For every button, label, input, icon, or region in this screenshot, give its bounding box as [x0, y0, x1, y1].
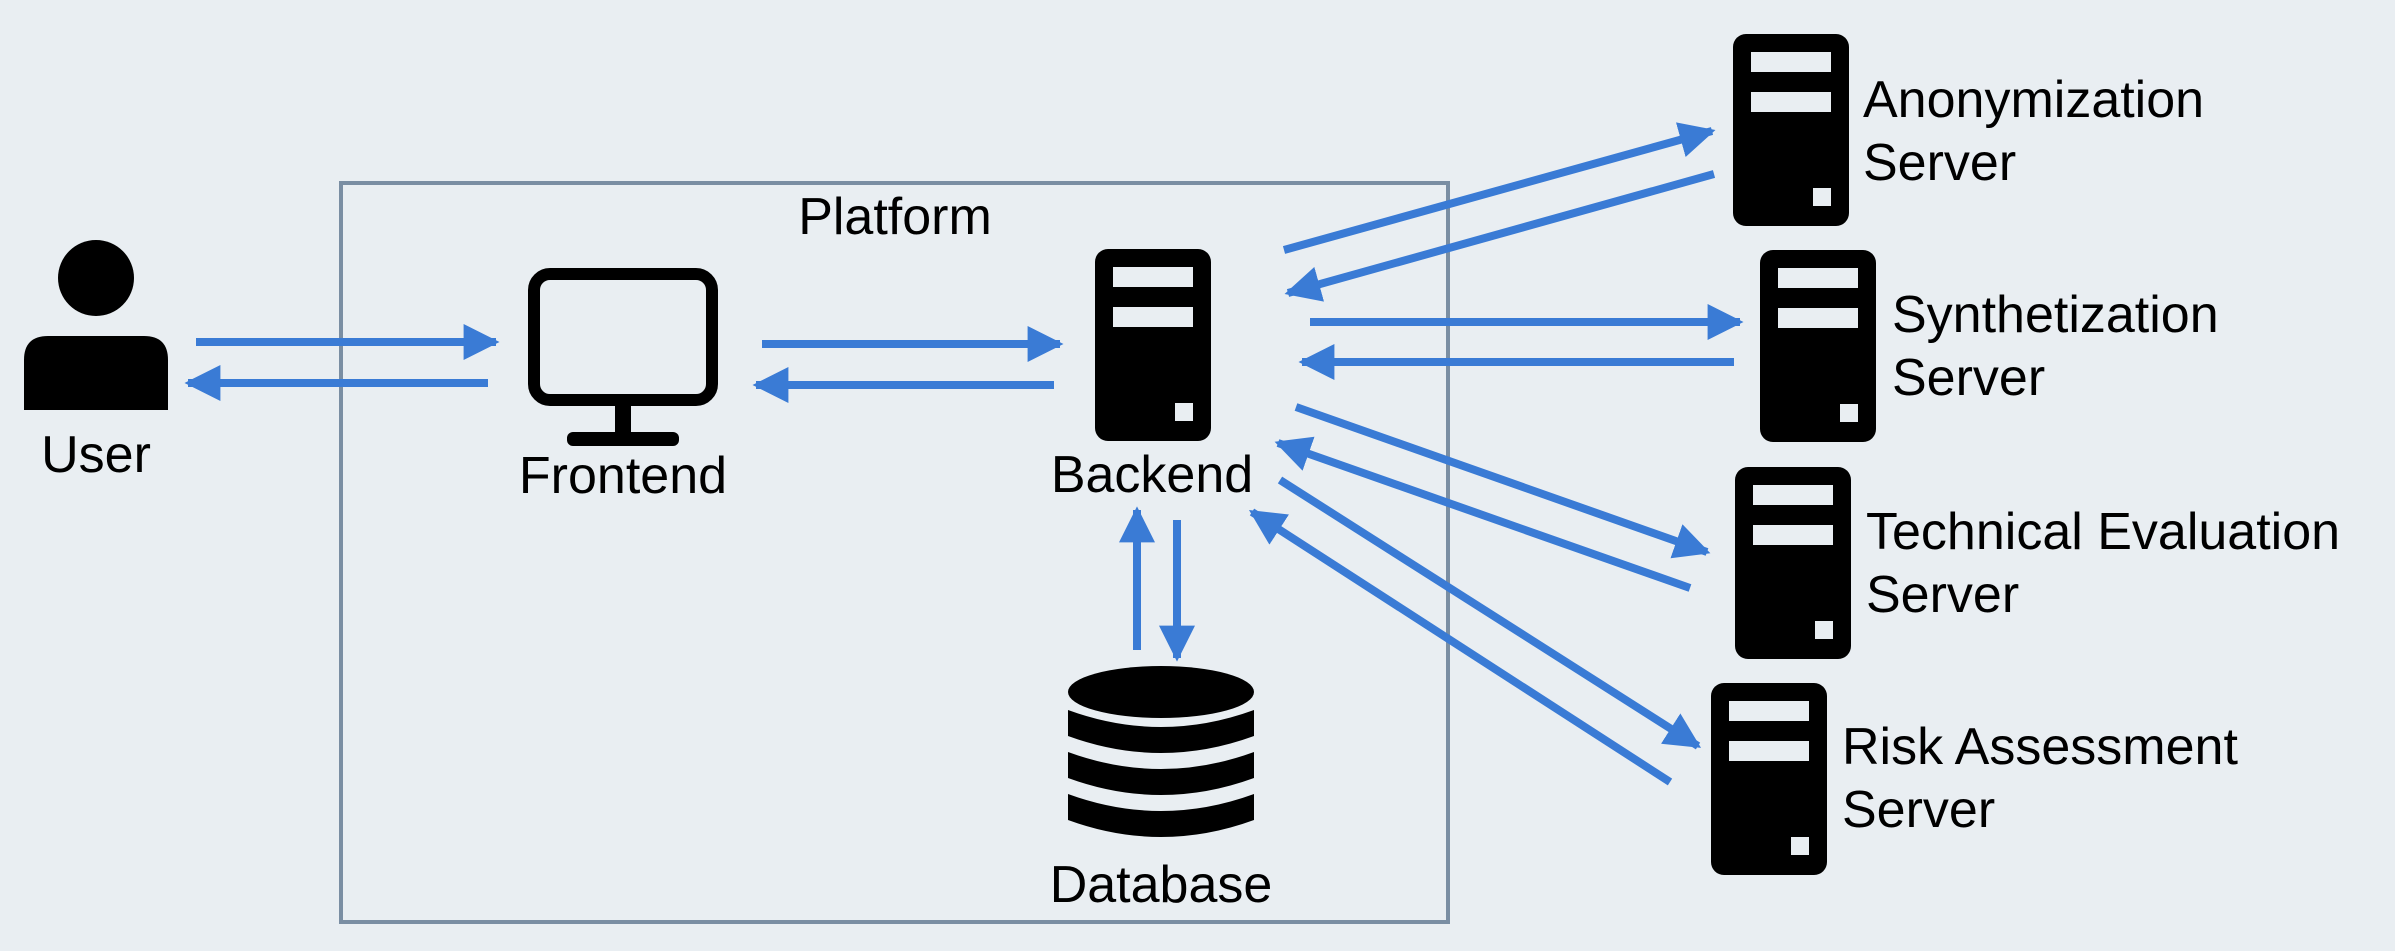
- database-label: Database: [1050, 856, 1273, 914]
- monitor-icon: [528, 268, 718, 446]
- server-icon: [1711, 683, 1827, 875]
- platform-label: Platform: [798, 188, 992, 246]
- arrow-backend-to-risk-assessment: [1277, 476, 1702, 750]
- technical-evaluation-server-label: Technical Evaluation Server: [1866, 503, 2355, 624]
- arrow-backend-to-anonymization: [1282, 122, 1716, 254]
- arrow-anonymization-to-backend: [1284, 170, 1716, 302]
- user-icon: [24, 240, 168, 410]
- user-label: User: [41, 426, 151, 484]
- anonymization-server-label: Anonymization Server: [1863, 71, 2219, 192]
- platform-boundary: [339, 181, 1450, 924]
- server-icon: [1733, 34, 1849, 226]
- arrow-risk-assessment-to-backend: [1248, 508, 1673, 786]
- risk-assessment-server-label: Risk Assessment Server: [1842, 718, 2252, 839]
- frontend-label: Frontend: [519, 447, 727, 505]
- synthetization-server-label: Synthetization Server: [1892, 286, 2233, 407]
- server-icon: [1735, 467, 1851, 659]
- server-icon: [1095, 249, 1211, 441]
- arrow-backend-to-technical-evaluation: [1294, 403, 1711, 559]
- database-icon: [1068, 666, 1254, 837]
- arrow-technical-evaluation-to-backend: [1274, 436, 1692, 592]
- backend-label: Backend: [1051, 446, 1253, 504]
- server-icon: [1760, 250, 1876, 442]
